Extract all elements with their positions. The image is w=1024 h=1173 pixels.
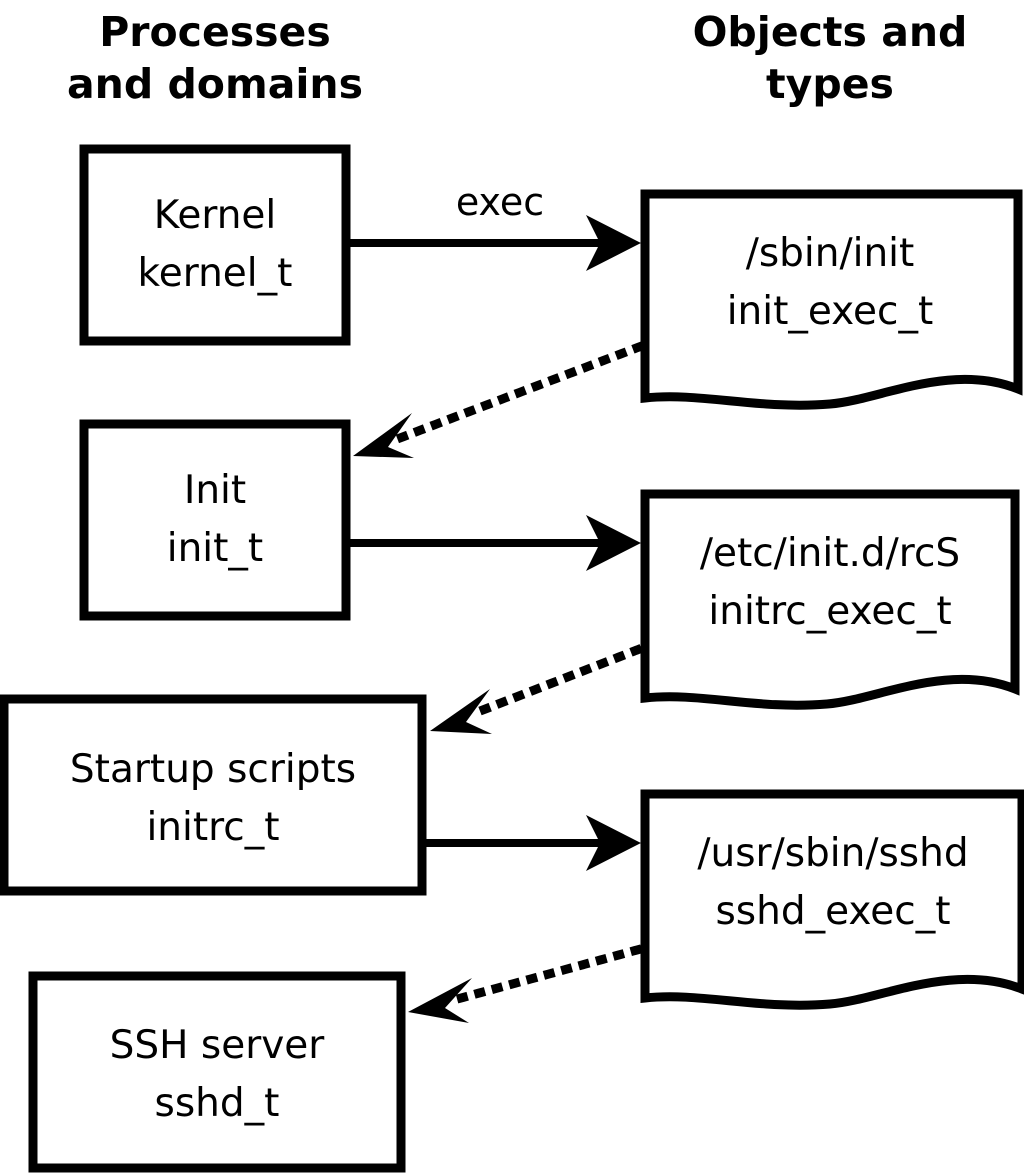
column-title-objects: Objects and types [693, 8, 968, 108]
edge-sshd-exec-to-sshd [408, 944, 643, 1023]
edge-init-to-initrc-exec [348, 515, 641, 571]
column-title-processes: Processes and domains [67, 8, 363, 108]
edge-line-sshd-exec-to-sshd [444, 944, 643, 1007]
process-node-initrc[interactable]: Startup scripts initrc_t [0, 694, 427, 896]
edge-label-exec: exec [456, 180, 544, 224]
process-node-sshd[interactable]: SSH server sshd_t [28, 971, 406, 1173]
process-node-init-shape[interactable] [79, 419, 351, 621]
column-title-processes-line2: and domains [67, 60, 363, 108]
object-node-initrc-exec-type: initrc_exec_t [708, 589, 951, 634]
column-title-objects-line1: Objects and [693, 8, 968, 56]
process-node-sshd-type: sshd_t [155, 1081, 280, 1126]
process-node-init[interactable]: Init init_t [79, 419, 351, 621]
object-node-init-exec-type: init_exec_t [727, 289, 934, 334]
edge-line-init-exec-to-init [386, 341, 645, 447]
object-node-sshd-exec[interactable]: /usr/sbin/sshd sshd_exec_t [640, 789, 1024, 1010]
edge-initrc-to-sshd-exec [424, 815, 641, 871]
process-node-kernel[interactable]: Kernel kernel_t [79, 144, 351, 346]
process-node-init-name: Init [184, 468, 246, 513]
object-node-initrc-exec-shape[interactable] [640, 489, 1020, 710]
edge-line-initrc-exec-to-initrc [464, 644, 643, 721]
object-node-sshd-exec-shape[interactable] [640, 789, 1024, 1010]
process-node-kernel-type: kernel_t [138, 251, 293, 296]
process-node-initrc-type: initrc_t [146, 805, 279, 850]
edge-init-exec-to-init [353, 341, 645, 458]
process-node-kernel-name: Kernel [154, 193, 277, 238]
arrow-head-init-to-initrc-exec [586, 515, 641, 571]
edge-kernel-to-init-exec: exec [348, 180, 641, 271]
column-title-objects-line2: types [766, 60, 894, 108]
process-node-initrc-shape[interactable] [0, 694, 427, 896]
object-node-sshd-exec-path: /usr/sbin/sshd [697, 831, 968, 876]
arrow-head-initrc-to-sshd-exec [586, 815, 641, 871]
arrow-head-sshd-exec-to-sshd [408, 978, 472, 1023]
process-node-initrc-name: Startup scripts [70, 747, 356, 792]
object-node-init-exec-shape[interactable] [640, 189, 1023, 410]
column-title-processes-line1: Processes [99, 8, 331, 56]
arrow-head-kernel-to-init-exec [586, 215, 641, 271]
arrow-head-initrc-exec-to-initrc [430, 689, 492, 734]
object-node-init-exec-path: /sbin/init [746, 231, 915, 276]
object-node-init-exec[interactable]: /sbin/init init_exec_t [640, 189, 1023, 410]
object-node-initrc-exec-path: /etc/init.d/rcS [700, 531, 960, 576]
arrow-head-init-exec-to-init [353, 413, 414, 458]
process-node-init-type: init_t [167, 526, 263, 571]
process-node-sshd-shape[interactable] [28, 971, 406, 1173]
edge-initrc-exec-to-initrc [430, 644, 643, 734]
process-node-sshd-name: SSH server [110, 1023, 326, 1068]
process-node-kernel-shape[interactable] [79, 144, 351, 346]
object-node-initrc-exec[interactable]: /etc/init.d/rcS initrc_exec_t [640, 489, 1020, 710]
object-node-sshd-exec-type: sshd_exec_t [715, 889, 950, 934]
